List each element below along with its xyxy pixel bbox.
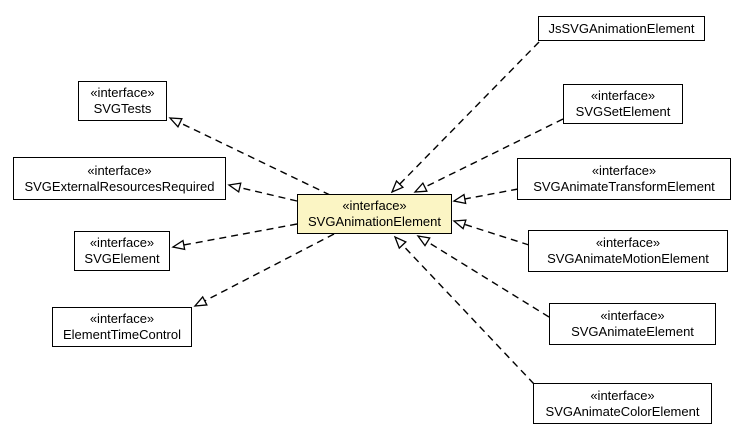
node-classname: SVGAnimateTransformElement <box>533 179 715 194</box>
node-stereotype: «interface» <box>591 163 657 178</box>
node-classname: SVGAnimateColorElement <box>545 403 700 419</box>
node-stereotype: «interface» <box>590 88 656 103</box>
node-stereotype: «interface» <box>595 235 661 250</box>
edge-svgsetelement-to-svganimationelement <box>415 118 564 192</box>
node-stereotype: «interface» <box>600 308 665 323</box>
node-svg-tests[interactable]: «interface» SVGTests <box>78 81 167 121</box>
node-js-svg-animation-element[interactable]: JsSVGAnimationElement <box>538 16 705 41</box>
node-classname: SVGAnimateElement <box>571 324 694 339</box>
node-classname: SVGExternalResourcesRequired <box>24 178 215 194</box>
node-classname: SVGSetElement <box>575 104 671 119</box>
node-classname: ElementTimeControl <box>62 327 181 342</box>
node-classname: SVGAnimateMotionElement <box>547 251 709 266</box>
edge-svganimationelement-to-elementtimecontrol <box>195 233 335 306</box>
node-element-time-control[interactable]: «interface» ElementTimeControl <box>52 307 192 347</box>
edge-svganimatecolorelement-to-svganimationelement <box>395 237 535 385</box>
edge-svganimateelement-to-svganimationelement <box>418 236 550 318</box>
node-stereotype: «interface» <box>90 85 155 100</box>
node-svg-animation-element[interactable]: «interface» SVGAnimationElement <box>297 194 452 234</box>
node-classname: JsSVGAnimationElement <box>548 20 695 36</box>
node-svg-animate-color-element[interactable]: «interface» SVGAnimateColorElement <box>533 383 712 424</box>
node-svg-animate-element[interactable]: «interface» SVGAnimateElement <box>549 303 716 345</box>
edge-svganimationelement-to-svgtests <box>170 118 331 196</box>
node-classname: SVGTests <box>93 101 152 116</box>
node-svg-animate-motion-element[interactable]: «interface» SVGAnimateMotionElement <box>528 230 728 272</box>
node-svg-external-resources-required[interactable]: «interface» SVGExternalResourcesRequired <box>13 157 226 200</box>
edge-svganimationelement-to-svgexternalresourcesrequired <box>229 185 298 202</box>
node-stereotype: «interface» <box>89 235 155 250</box>
edge-svganimatetransformelement-to-svganimationelement <box>454 188 519 201</box>
node-stereotype: «interface» <box>87 162 152 178</box>
node-svg-set-element[interactable]: «interface» SVGSetElement <box>563 84 683 124</box>
node-classname: SVGElement <box>84 251 160 266</box>
node-svg-animate-transform-element[interactable]: «interface» SVGAnimateTransformElement <box>517 158 731 200</box>
edge-svganimatemotionelement-to-svganimationelement <box>454 221 530 246</box>
node-classname: SVGAnimationElement <box>308 214 441 229</box>
node-svg-element[interactable]: «interface» SVGElement <box>74 231 170 271</box>
node-stereotype: «interface» <box>89 311 155 326</box>
node-stereotype: «interface» <box>342 198 407 213</box>
node-stereotype: «interface» <box>590 387 655 403</box>
edge-svganimationelement-to-svgelement <box>173 223 298 247</box>
